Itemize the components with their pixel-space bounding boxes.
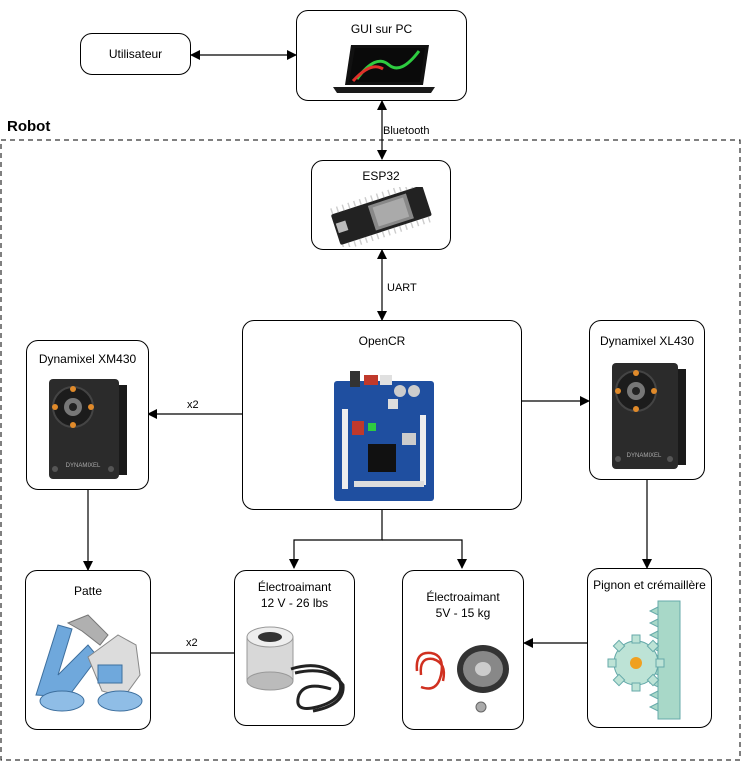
- node-pignon-cremaillere[interactable]: Pignon et crémaillère: [587, 568, 712, 728]
- rack-pinion-icon: [607, 600, 681, 720]
- node-patte[interactable]: Patte: [25, 570, 151, 730]
- node-electro2-spec: 5V - 15 kg: [435, 606, 491, 620]
- electromagnet-5v-icon: [415, 645, 509, 713]
- node-gui-pc[interactable]: GUI sur PC: [296, 10, 467, 101]
- edge-label-uart: UART: [387, 282, 417, 294]
- node-xl430-label: Dynamixel XL430: [599, 334, 695, 348]
- edge-opencr-electro2: [382, 539, 467, 569]
- laptop-icon: [333, 45, 435, 93]
- node-electroaimant-12v[interactable]: Électroaimant 12 V - 26 lbs: [234, 570, 355, 726]
- edge-label-x2-servo: x2: [187, 399, 199, 411]
- edge-label-bluetooth: Bluetooth: [383, 125, 430, 137]
- node-opencr-label: OpenCR: [358, 334, 406, 348]
- node-esp32[interactable]: ESP32: [311, 160, 451, 250]
- node-esp32-label: ESP32: [362, 169, 400, 183]
- node-xl430[interactable]: Dynamixel XL430 DYNAMIXEL: [589, 320, 705, 480]
- node-pignon-label: Pignon et crémaillère: [593, 578, 706, 592]
- node-opencr[interactable]: OpenCR: [242, 320, 522, 510]
- servo-xl430-icon: DYNAMIXEL: [612, 363, 686, 469]
- node-electro1-title: Électroaimant: [257, 580, 332, 594]
- robot-container-title: Robot: [7, 118, 51, 135]
- esp32-board-icon: [330, 187, 432, 247]
- servo-xl430-brand: DYNAMIXEL: [627, 453, 662, 459]
- node-utilisateur[interactable]: Utilisateur: [80, 33, 191, 75]
- node-gui-label: GUI sur PC: [350, 22, 413, 36]
- servo-xm430-icon: DYNAMIXEL: [49, 379, 127, 479]
- leg-icon: [35, 614, 143, 712]
- robot-container: [0, 139, 741, 761]
- node-electroaimant-5v[interactable]: Électroaimant 5V - 15 kg: [402, 570, 524, 730]
- opencr-board-icon: [334, 371, 434, 501]
- electromagnet-12v-icon: [246, 626, 345, 713]
- node-patte-label: Patte: [73, 584, 103, 598]
- node-utilisateur-label: Utilisateur: [108, 47, 163, 61]
- edge-label-x2-patte: x2: [186, 637, 198, 649]
- node-electro2-title: Électroaimant: [426, 590, 500, 604]
- node-xm430[interactable]: Dynamixel XM430 DYNAMIXEL: [26, 340, 149, 490]
- servo-xm430-brand: DYNAMIXEL: [66, 463, 101, 469]
- node-xm430-label: Dynamixel XM430: [38, 352, 137, 366]
- edge-opencr-split: [289, 510, 383, 569]
- node-electro1-spec: 12 V - 26 lbs: [260, 596, 329, 610]
